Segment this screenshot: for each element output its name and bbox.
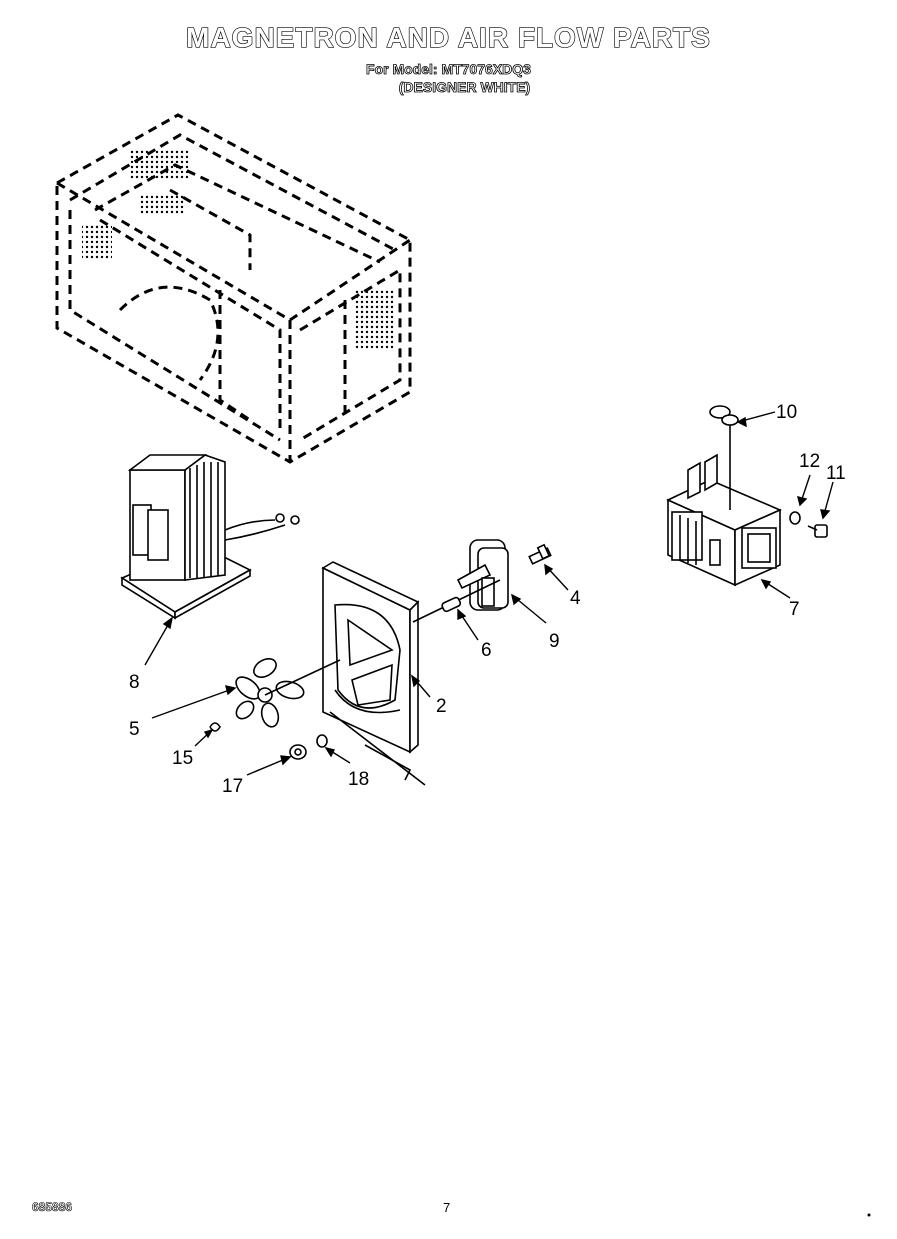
- callout-9: 9: [549, 631, 560, 652]
- document-number: 685886: [32, 1200, 73, 1215]
- nut-part-17: [289, 744, 307, 760]
- callout-15: 15: [172, 748, 193, 769]
- corner-mark: [867, 1213, 871, 1217]
- air-guide-part-2: [321, 561, 426, 786]
- callout-6: 6: [481, 640, 492, 661]
- callout-5: 5: [129, 719, 140, 740]
- spacer-part-6: [441, 596, 462, 613]
- callout-10: 10: [776, 402, 797, 423]
- callout-17: 17: [222, 776, 243, 797]
- washer-part-12: [789, 511, 801, 525]
- callout-12: 12: [799, 451, 820, 472]
- callout-4: 4: [570, 588, 581, 609]
- thermal-cutout-part-10: [709, 405, 739, 426]
- clip-part-15: [209, 722, 221, 732]
- washer-part-18: [316, 734, 328, 748]
- callout-7: 7: [789, 599, 800, 620]
- leader-lines: [144, 411, 834, 776]
- fan-blade-part-5: [235, 658, 341, 728]
- magnetron-part-7: [666, 425, 782, 587]
- screw-part-11: [807, 524, 828, 538]
- page-number: 7: [443, 1200, 451, 1215]
- fan-motor-part-9: [412, 539, 509, 623]
- callout-11: 11: [826, 463, 846, 484]
- screw-part-4: [528, 543, 552, 565]
- cabinet-outline: [55, 113, 412, 464]
- transformer-part-8: [120, 454, 300, 620]
- page-title: MAGNETRON AND AIR FLOW PARTS: [185, 21, 711, 53]
- callout-18: 18: [348, 769, 369, 790]
- color-line: (DESIGNER WHITE): [398, 79, 531, 96]
- model-line: For Model: MT7076XDQ3: [366, 61, 532, 78]
- callout-8: 8: [129, 672, 140, 693]
- callout-2: 2: [436, 696, 447, 717]
- cabinet-vent-dots: [82, 150, 395, 350]
